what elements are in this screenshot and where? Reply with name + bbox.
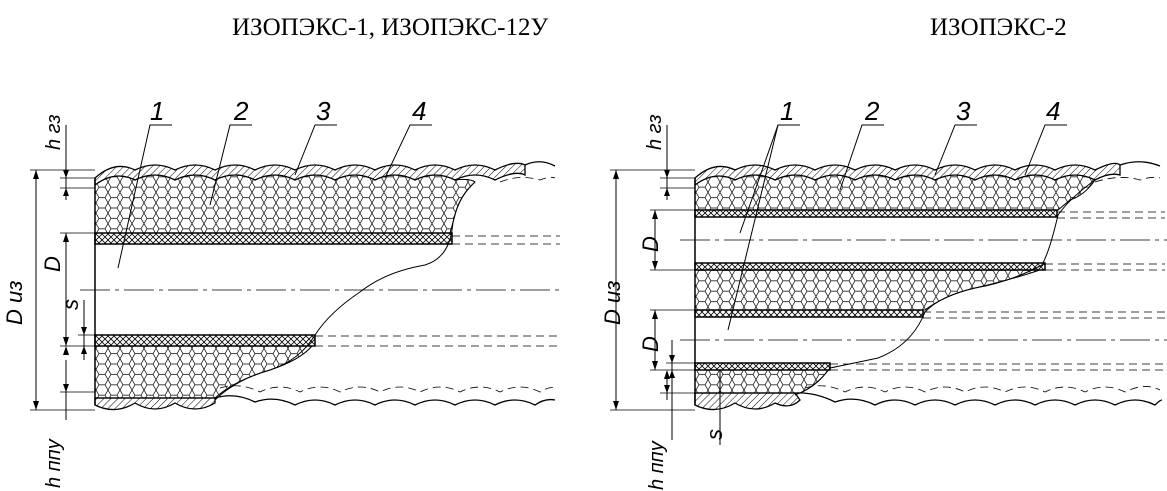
left-pipe-wall-top: [94, 232, 453, 245]
left-callout-3: 3: [316, 96, 331, 126]
left-leader-1: [117, 124, 172, 269]
title-right: ИЗОПЭКС-2: [930, 14, 1067, 41]
left-dim-s: s: [58, 299, 83, 310]
right-pipe1-wall-bottom: [694, 262, 1046, 271]
left-foam-upper: [94, 174, 476, 234]
right-foam-bottom: [694, 369, 829, 394]
right-callout-1: 1: [780, 96, 794, 126]
right-foam-middle: [694, 269, 1041, 311]
left-dim-h-ppu: h ппу: [43, 438, 65, 488]
right-drawing: D из h гз D D s h ппу: [600, 96, 1167, 490]
right-pipe2-wall-top: [694, 309, 924, 318]
right-dim-d-top: D: [638, 236, 663, 252]
left-top-wave: [524, 161, 556, 167]
right-leader-2: [839, 124, 884, 191]
left-dim-d: D: [40, 256, 65, 272]
left-dim-d-iz: D из: [2, 281, 27, 325]
left-foam-lower: [94, 345, 314, 399]
right-pipe1-wall-top: [694, 209, 1058, 218]
right-dim-d-iz: D из: [600, 281, 625, 325]
right-leader-3: [934, 124, 977, 176]
left-dim-h-gz: h гз: [43, 114, 65, 150]
left-outer-casing-bottom: [95, 395, 556, 406]
left-pipe-wall-bottom: [94, 334, 316, 347]
right-callout-4: 4: [1046, 96, 1060, 126]
right-dim-d-bottom: D: [638, 336, 663, 352]
left-leader-2: [209, 124, 252, 206]
right-foam-top: [694, 174, 1096, 211]
right-dim-s: s: [702, 429, 727, 440]
right-dim-h-gz: h гз: [644, 114, 666, 150]
title-left: ИЗОПЭКС-1, ИЗОПЭКС-12У: [232, 14, 549, 41]
right-callout-2: 2: [864, 96, 880, 126]
left-leader-3: [294, 124, 337, 176]
right-leader-4: [1024, 124, 1067, 176]
right-leader-1b: [727, 124, 779, 331]
right-break-line: [794, 179, 1096, 396]
right-pipe2-wall-bottom: [694, 362, 831, 371]
left-callout-2: 2: [233, 96, 249, 126]
left-callout-1: 1: [150, 96, 164, 126]
left-leader-4: [384, 124, 432, 179]
left-callout-4: 4: [412, 96, 426, 126]
right-callout-3: 3: [956, 96, 971, 126]
right-dim-h-ppu: h ппу: [646, 440, 668, 490]
left-drawing: D из h гз D s h ппу 1 2 3 4: [2, 96, 560, 488]
